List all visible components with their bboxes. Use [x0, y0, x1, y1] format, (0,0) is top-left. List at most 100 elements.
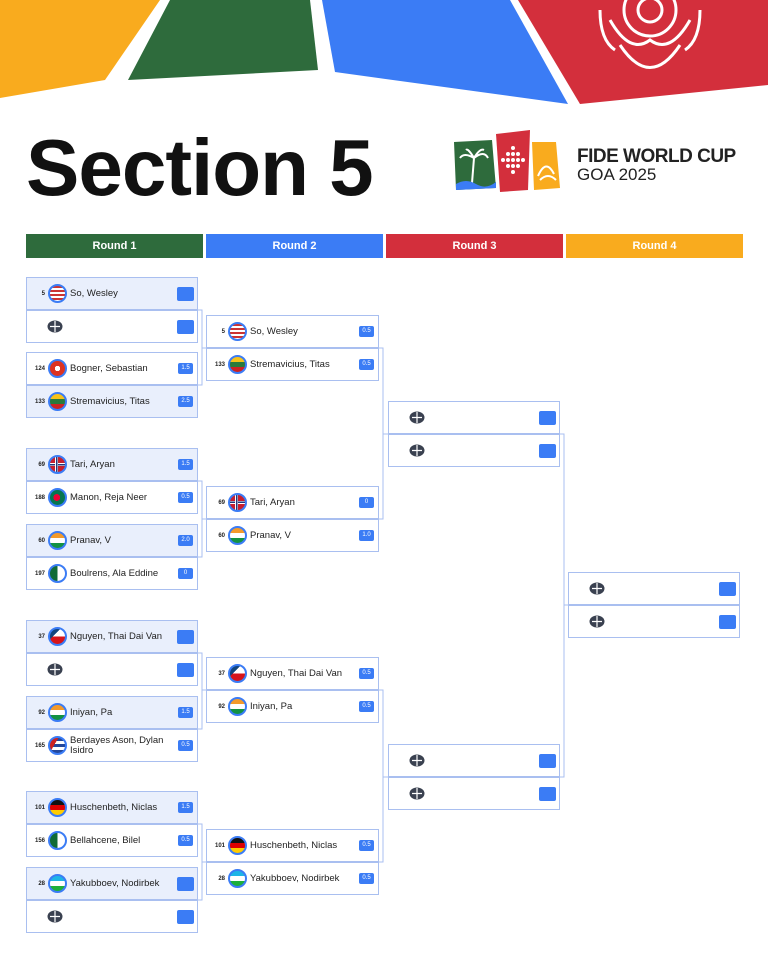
- player-seed: 60: [218, 532, 225, 539]
- norway-flag-icon: [48, 455, 67, 474]
- player-row[interactable]: 28 Yakubboev, Nodirbek: [26, 867, 198, 900]
- round-header-2[interactable]: Round 2: [206, 234, 383, 258]
- algeria-flag-icon: [48, 831, 67, 850]
- player-seed: 92: [38, 709, 45, 716]
- germany-flag-icon: [48, 798, 67, 817]
- fide-logo-icon: [47, 663, 63, 676]
- czechia-flag-icon: [228, 664, 247, 683]
- score-badge: [177, 319, 194, 334]
- connector-line: [198, 823, 206, 863]
- empty-player-slot[interactable]: [388, 777, 560, 810]
- fide-logo-icon: [589, 615, 605, 628]
- round-header-3[interactable]: Round 3: [386, 234, 563, 258]
- bangladesh-flag-icon: [48, 488, 67, 507]
- score-badge: 2.0: [178, 535, 193, 546]
- player-seed: 156: [34, 837, 45, 844]
- player-name: Iniyan, Pa: [70, 706, 113, 718]
- page-title: Section 5: [26, 123, 374, 212]
- connector-line: [560, 604, 568, 778]
- empty-player-slot[interactable]: [388, 434, 560, 467]
- score-badge: [539, 753, 556, 768]
- connector-line: [379, 433, 388, 520]
- empty-player-slot[interactable]: [26, 310, 198, 343]
- player-name: Yakubboev, Nodirbek: [70, 877, 160, 889]
- lithuania-flag-icon: [228, 355, 247, 374]
- player-name: Tari, Aryan: [250, 496, 295, 508]
- player-seed: 133: [214, 361, 225, 368]
- player-seed: 197: [34, 570, 45, 577]
- empty-player-slot[interactable]: [568, 605, 740, 638]
- empty-player-slot[interactable]: [388, 401, 560, 434]
- uzbekistan-flag-icon: [228, 869, 247, 888]
- fide-logo-icon: [47, 320, 63, 333]
- empty-player-slot[interactable]: [26, 653, 198, 686]
- connector-line: [198, 347, 206, 386]
- score-badge: 0.5: [359, 668, 374, 679]
- round-header-4[interactable]: Round 4: [566, 234, 743, 258]
- connector-line: [198, 689, 206, 730]
- connector-line: [198, 309, 206, 349]
- player-seed: 133: [34, 398, 45, 405]
- player-name: Huschenbeth, Niclas: [250, 839, 338, 851]
- india-flag-icon: [228, 697, 247, 716]
- player-name: So, Wesley: [250, 325, 298, 337]
- player-name: Pranav, V: [250, 529, 292, 541]
- player-row[interactable]: 5 So, Wesley: [26, 277, 198, 310]
- fide-logo-icon: [409, 411, 425, 424]
- round-header-1[interactable]: Round 1: [26, 234, 203, 258]
- score-badge: 0.5: [359, 701, 374, 712]
- player-seed: 101: [34, 804, 45, 811]
- india-flag-icon: [228, 526, 247, 545]
- player-name: So, Wesley: [70, 287, 118, 299]
- brand-subtitle: GOA 2025: [577, 165, 657, 184]
- player-name: Nguyen, Thai Dai Van: [250, 667, 343, 679]
- player-seed: 28: [38, 880, 45, 887]
- cuba-flag-icon: [48, 736, 67, 755]
- score-badge: 0.5: [359, 359, 374, 370]
- india-flag-icon: [48, 703, 67, 722]
- connector-line: [198, 652, 206, 691]
- player-name: Stremavicius, Titas: [70, 395, 150, 407]
- fide-logo-icon: [409, 754, 425, 767]
- connector-line: [198, 861, 206, 901]
- player-seed: 37: [38, 633, 45, 640]
- uzbekistan-flag-icon: [48, 874, 67, 893]
- player-seed: 69: [38, 461, 45, 468]
- player-name: Berdayes Ason, Dylan Isidro: [70, 734, 164, 756]
- empty-player-slot[interactable]: [388, 744, 560, 777]
- empty-player-slot[interactable]: [568, 572, 740, 605]
- empty-player-slot[interactable]: [26, 900, 198, 933]
- score-badge: [719, 581, 736, 596]
- fide-logo-icon: [409, 444, 425, 457]
- score-badge: [177, 876, 194, 891]
- connector-line: [379, 776, 388, 863]
- score-badge: 0.5: [178, 835, 193, 846]
- score-badge: [719, 614, 736, 629]
- score-badge: 0.5: [359, 840, 374, 851]
- score-badge: 0: [178, 568, 193, 579]
- connector-line: [198, 480, 206, 520]
- flower-icon: [598, 0, 702, 69]
- usa-flag-icon: [228, 322, 247, 341]
- player-name: Huschenbeth, Niclas: [70, 801, 158, 813]
- player-seed: 5: [41, 290, 45, 297]
